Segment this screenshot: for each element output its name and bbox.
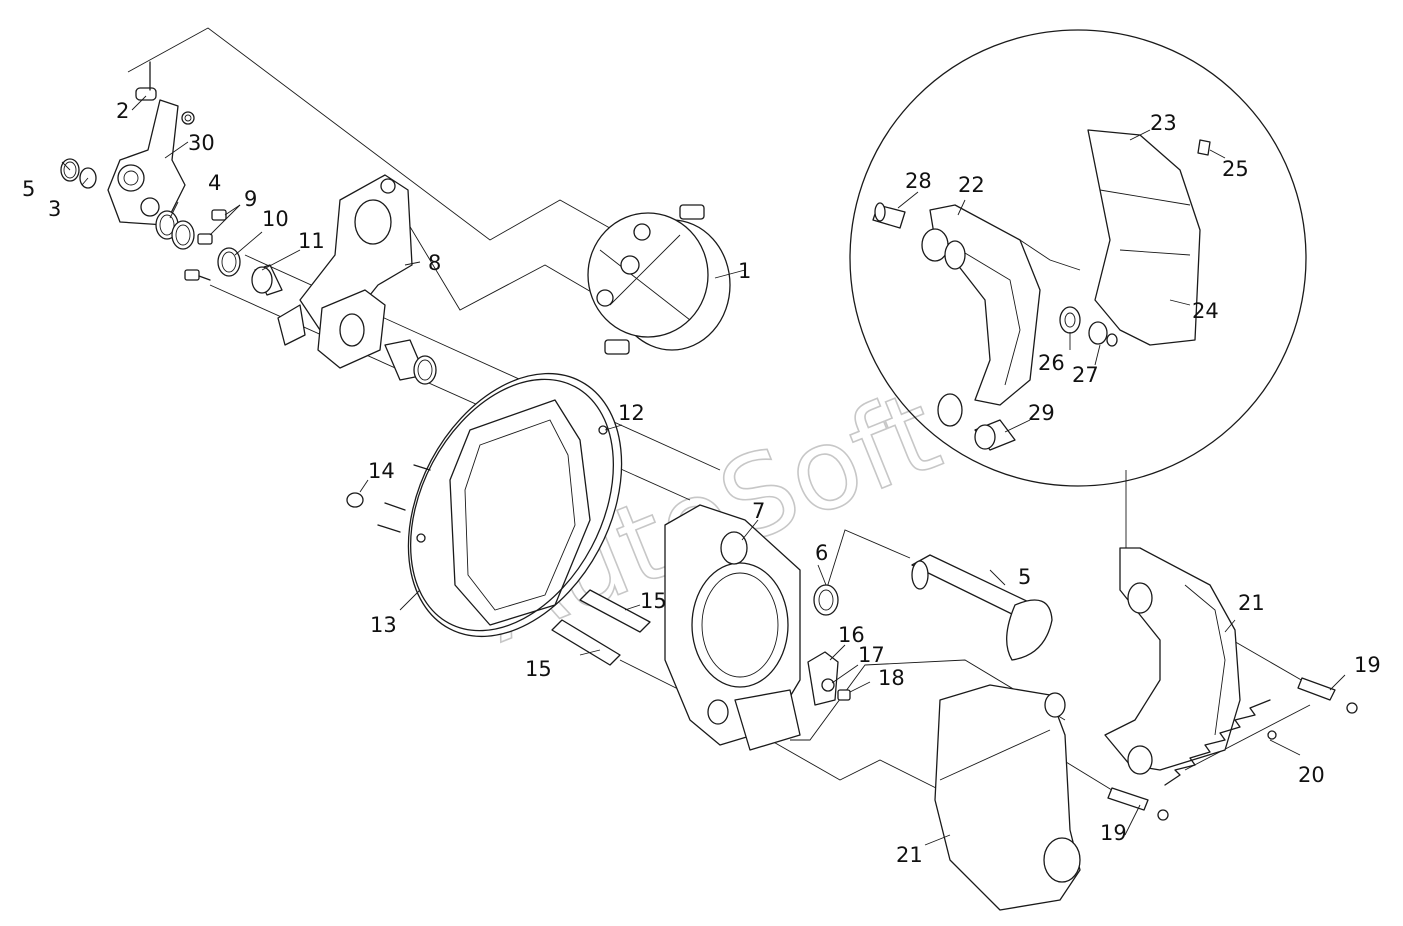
callout-15-upper: 15 (640, 589, 667, 613)
callout-10: 10 (262, 207, 289, 231)
callout-1: 1 (738, 259, 751, 283)
part-6-seal (813, 584, 839, 616)
callout-24: 24 (1192, 299, 1219, 323)
part-17-nut (821, 678, 835, 692)
callout-7: 7 (752, 499, 765, 523)
callout-9: 9 (244, 187, 257, 211)
part-21-brake-shoe-lower (934, 684, 1081, 911)
part-21-brake-shoe-upper (1104, 547, 1241, 775)
callout-13: 13 (370, 613, 397, 637)
callout-30: 30 (188, 131, 215, 155)
callout-2: 2 (116, 99, 129, 123)
callout-19-lower: 19 (1100, 821, 1127, 845)
callout-17: 17 (858, 643, 885, 667)
part-19-anchor-pin-upper (1297, 677, 1358, 714)
part-5-camshaft (911, 554, 1053, 661)
callout-22: 22 (958, 173, 985, 197)
part-18-bolt (837, 689, 851, 701)
part-20-spring (1164, 699, 1277, 786)
part-8-chamber-bracket (277, 174, 413, 369)
callout-25: 25 (1222, 157, 1249, 181)
part-14-plug (346, 464, 431, 533)
part-2-pin (135, 61, 157, 101)
part-10-o-ring (217, 247, 241, 277)
part-25-rivet (1197, 139, 1211, 156)
part-16-plate (807, 651, 839, 706)
part-4-washers (155, 210, 195, 250)
callout-8: 8 (428, 251, 441, 275)
part-1-brake-chamber (587, 204, 731, 355)
callout-20: 20 (1298, 763, 1325, 787)
part-11-bushing (251, 264, 283, 296)
callout-14: 14 (368, 459, 395, 483)
callout-16: 16 (838, 623, 865, 647)
callout-11: 11 (298, 229, 325, 253)
callout-26: 26 (1038, 351, 1065, 375)
callout-21-lower: 21 (896, 843, 923, 867)
callout-18: 18 (878, 666, 905, 690)
part-7-brake-spider (664, 504, 801, 751)
part-23-lining-detail (1087, 129, 1201, 346)
part-19-anchor-pin-lower (1107, 787, 1169, 821)
callout-28: 28 (905, 169, 932, 193)
callout-6: 6 (815, 541, 828, 565)
callout-5-left: 5 (22, 177, 35, 201)
callout-29: 29 (1028, 401, 1055, 425)
camshaft-tube (384, 339, 437, 385)
detail-view-circle (849, 29, 1307, 487)
part-30-slack-adjuster (107, 99, 195, 226)
callout-3: 3 (48, 197, 61, 221)
callout-15-lower: 15 (525, 657, 552, 681)
callout-23: 23 (1150, 111, 1177, 135)
callout-21-upper: 21 (1238, 591, 1265, 615)
part-26-bushing (1059, 306, 1081, 334)
part-24-lining-pads (1119, 249, 1191, 256)
callout-numbers: 1 2 3 4 5 5 6 7 8 9 10 11 12 13 14 15 15… (22, 99, 1381, 867)
part-29-roller-detail (974, 419, 1016, 451)
callout-27: 27 (1072, 363, 1099, 387)
callout-4: 4 (208, 171, 221, 195)
callout-12: 12 (618, 401, 645, 425)
part-9-bolts (184, 209, 227, 281)
part-15-rollers (551, 589, 651, 666)
callout-leader-lines (61, 95, 1346, 846)
callout-19-upper: 19 (1354, 653, 1381, 677)
part-22-shoe-detail (921, 204, 1041, 427)
callout-5-camshaft: 5 (1018, 565, 1031, 589)
part-27-washer (1088, 321, 1118, 347)
part-13-dust-shield (407, 372, 623, 638)
part-28-pin (872, 202, 906, 229)
